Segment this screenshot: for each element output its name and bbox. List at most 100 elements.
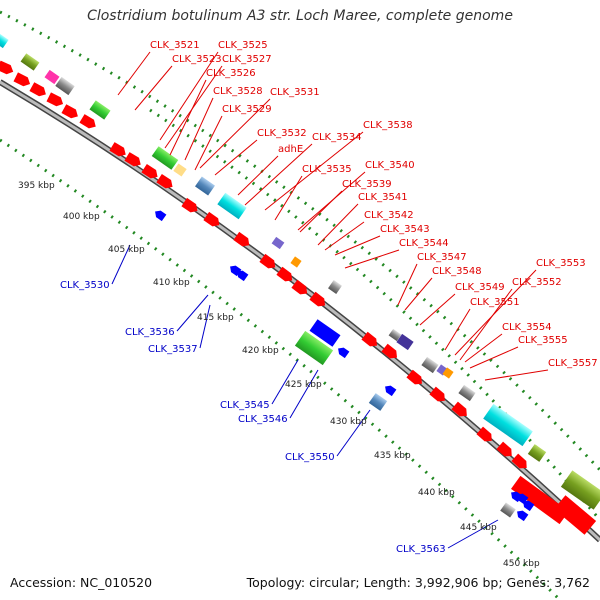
reverse-label-leader (289, 369, 319, 419)
forward-gene-block (511, 475, 569, 525)
forward-gene-label: CLK_3557 (548, 358, 598, 369)
forward-label-leader (444, 308, 471, 351)
forward-gene-label: CLK_3552 (512, 277, 562, 288)
forward-label-leader (169, 79, 207, 156)
forward-gene-shape (451, 401, 467, 417)
reverse-gene-shape (237, 270, 249, 282)
forward-label-leader (274, 175, 303, 221)
reverse-gene-label: CLK_3546 (238, 414, 288, 425)
feature-box (328, 280, 342, 294)
forward-gene-arrow (276, 266, 293, 282)
feature-box (458, 384, 476, 402)
dotted-scale-line (149, 108, 600, 521)
forward-label-leader (214, 139, 258, 176)
feature-box (20, 53, 40, 71)
reverse-label-leader (271, 359, 299, 405)
feature-box (388, 328, 402, 342)
scale-tick-label: 420 kbp (242, 346, 279, 356)
forward-gene-label: CLK_3547 (417, 252, 467, 263)
forward-gene-arrow (233, 231, 250, 247)
forward-gene-label: CLK_3551 (470, 297, 520, 308)
reverse-gene-label: CLK_3545 (220, 400, 270, 411)
feature-box (483, 403, 533, 447)
feature-box (271, 236, 285, 250)
forward-gene-label: CLK_3540 (365, 160, 415, 171)
feature-box (173, 163, 187, 177)
reverse-gene-label: CLK_3530 (60, 280, 110, 291)
forward-gene-label: CLK_3534 (312, 132, 362, 143)
forward-label-leader (117, 51, 151, 96)
forward-label-leader (184, 97, 214, 161)
scale-tick-label: 440 kbp (418, 488, 455, 498)
dotted-scale-line (0, 138, 562, 600)
forward-gene-arrow (361, 331, 378, 347)
accession-text: Accession: NC_010520 (10, 575, 153, 590)
forward-label-leader (484, 369, 549, 381)
feature-box (294, 330, 334, 366)
forward-gene-shape (124, 152, 141, 167)
forward-gene-arrow (309, 291, 326, 307)
forward-label-leader (324, 221, 365, 251)
feature-box (421, 356, 439, 374)
reverse-gene-arrow (385, 385, 397, 397)
forward-gene-arrow (291, 279, 308, 295)
forward-gene-arrow (141, 163, 158, 179)
scale-tick-label: 410 kbp (153, 278, 190, 288)
forward-gene-shape (406, 369, 422, 385)
forward-gene-label: CLK_3544 (399, 238, 449, 249)
feature-box (89, 100, 111, 120)
forward-gene-label: CLK_3531 (270, 87, 320, 98)
forward-label-leader (264, 131, 364, 211)
forward-gene-arrow (13, 72, 31, 87)
forward-strand-genes (0, 60, 597, 535)
forward-gene-arrow (109, 142, 126, 157)
reverse-label-leader (111, 244, 131, 285)
reverse-gene-label: CLK_3550 (285, 452, 335, 463)
forward-gene-shape (233, 231, 250, 247)
forward-gene-arrow (181, 197, 198, 213)
reverse-label-leader (336, 409, 371, 457)
feature-boxes (0, 31, 600, 518)
forward-gene-label: CLK_3541 (358, 192, 408, 203)
scale-tick-label: 415 kbp (197, 313, 234, 323)
reverse-gene-label: CLK_3537 (148, 344, 198, 355)
feature-box (217, 192, 247, 220)
forward-gene-shape (276, 266, 293, 282)
forward-label-leader (199, 98, 271, 169)
forward-gene-shape (429, 386, 445, 402)
forward-gene-shape (259, 253, 276, 269)
forward-label-leader (397, 263, 418, 306)
forward-label-leader (299, 190, 343, 233)
forward-gene-label: CLK_3535 (302, 164, 352, 175)
forward-gene-arrow (124, 152, 141, 167)
forward-gene-arrow (46, 92, 64, 107)
forward-gene-label: CLK_3549 (455, 282, 505, 293)
forward-gene-labels: CLK_3521CLK_3523CLK_3525CLK_3527CLK_3526… (117, 40, 598, 381)
scale-tick-label: 425 kbp (285, 380, 322, 390)
forward-label-leader (459, 288, 513, 361)
scale-tick-label: 395 kbp (18, 181, 55, 191)
forward-gene-label: CLK_3553 (536, 258, 586, 269)
forward-label-leader (159, 51, 219, 141)
feature-box (527, 444, 547, 462)
reverse-gene-arrow (155, 210, 167, 222)
forward-label-leader (469, 346, 519, 369)
forward-gene-arrow (496, 441, 512, 457)
forward-label-leader (244, 143, 313, 206)
forward-gene-shape (291, 279, 308, 295)
forward-gene-shape (29, 82, 46, 97)
forward-gene-arrow (429, 386, 445, 402)
forward-gene-arrow (203, 211, 220, 227)
forward-gene-shape (61, 104, 78, 119)
feature-box (151, 146, 179, 170)
forward-gene-shape (309, 291, 326, 307)
forward-label-leader (344, 249, 400, 269)
forward-gene-arrow (259, 253, 276, 269)
genome-summary-text: Topology: circular; Length: 3,992,906 bp… (246, 575, 590, 590)
reverse-label-leader (199, 304, 211, 349)
forward-gene-label: CLK_3538 (363, 120, 413, 131)
forward-label-leader (454, 269, 537, 356)
forward-gene-shape (476, 426, 492, 442)
